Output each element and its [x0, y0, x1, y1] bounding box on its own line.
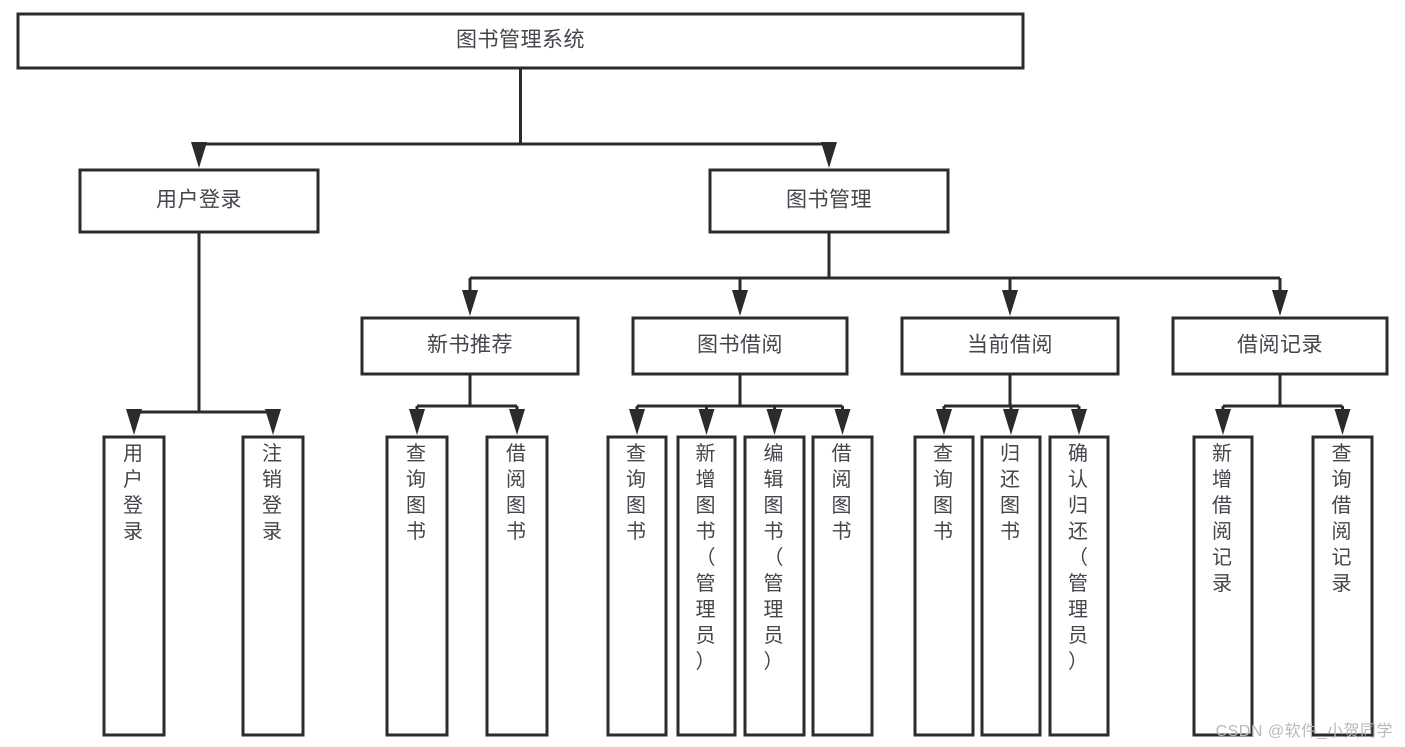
- arrowhead-icon: [462, 290, 478, 316]
- node-label: 新书推荐: [427, 334, 513, 357]
- node-label: 借阅记录: [1237, 334, 1323, 357]
- arrowhead-icon: [409, 409, 425, 435]
- node-leaf-nbr-borrow-book[interactable]: 借阅图书: [485, 435, 549, 737]
- node-box[interactable]: [676, 435, 737, 737]
- node-label: 查询借阅记录: [1332, 442, 1354, 595]
- node-leaf-bb-query-book[interactable]: 查询图书: [606, 435, 668, 737]
- node-leaf-br-add-record[interactable]: 新增借阅记录: [1192, 435, 1254, 737]
- node-label: 查询图书: [933, 442, 955, 543]
- arrowhead-icon: [834, 409, 851, 435]
- node-box[interactable]: [241, 435, 305, 737]
- node-box[interactable]: [1171, 316, 1389, 376]
- arrowhead-icon: [191, 142, 207, 168]
- node-root[interactable]: 图书管理系统: [16, 12, 1025, 70]
- arrowhead-icon: [1071, 409, 1087, 435]
- node-box[interactable]: [811, 435, 874, 737]
- arrowhead-icon: [732, 290, 748, 316]
- node-leaf-cb-query-book[interactable]: 查询图书: [913, 435, 975, 737]
- node-box[interactable]: [708, 168, 950, 234]
- node-box[interactable]: [1192, 435, 1254, 737]
- arrowhead-icon: [1002, 290, 1018, 316]
- node-label: 查询图书: [626, 442, 648, 543]
- node-current-borrow[interactable]: 当前借阅: [900, 316, 1120, 376]
- node-label: 注销登录: [262, 442, 284, 543]
- node-box[interactable]: [360, 316, 580, 376]
- connectors-layer: [126, 68, 1351, 435]
- arrowhead-icon: [821, 142, 837, 168]
- arrowhead-icon: [1215, 409, 1231, 435]
- arrowhead-icon: [698, 409, 715, 435]
- node-label: 编辑图书（管理员）: [764, 442, 786, 673]
- node-label: 归还图书: [1000, 442, 1022, 543]
- arrowhead-icon: [629, 409, 645, 435]
- node-label: 借阅图书: [832, 442, 854, 543]
- node-leaf-cb-return-book[interactable]: 归还图书: [980, 435, 1042, 737]
- node-label: 确认归还（管理员）: [1068, 442, 1090, 673]
- node-label: 图书借阅: [697, 334, 783, 357]
- node-label: 用户登录: [123, 443, 145, 543]
- node-leaf-bb-borrow-book[interactable]: 借阅图书: [811, 435, 874, 737]
- node-new-book-recommend[interactable]: 新书推荐: [360, 316, 580, 376]
- node-box[interactable]: [913, 435, 975, 737]
- arrowhead-icon: [1272, 290, 1288, 316]
- node-box[interactable]: [1311, 435, 1374, 737]
- arrowhead-icon: [126, 409, 142, 435]
- node-book-borrow[interactable]: 图书借阅: [631, 316, 849, 376]
- node-box[interactable]: [980, 435, 1042, 737]
- node-box[interactable]: [631, 316, 849, 376]
- node-box[interactable]: [16, 12, 1025, 70]
- node-leaf-nbr-query-book[interactable]: 查询图书: [385, 435, 449, 737]
- node-borrow-record[interactable]: 借阅记录: [1171, 316, 1389, 376]
- arrowhead-icon: [265, 409, 281, 435]
- node-label: 用户登录: [156, 189, 242, 212]
- node-box[interactable]: [102, 435, 166, 737]
- node-leaf-cb-confirm-return[interactable]: 确认归还（管理员）: [1048, 435, 1110, 737]
- node-label: 借阅图书: [506, 442, 528, 543]
- node-box[interactable]: [485, 435, 549, 737]
- node-label: 新增借阅记录: [1212, 442, 1234, 595]
- node-leaf-user-login[interactable]: 用户登录: [102, 435, 166, 737]
- node-label: 当前借阅: [967, 334, 1053, 357]
- node-leaf-br-query-record[interactable]: 查询借阅记录: [1311, 435, 1374, 737]
- node-box[interactable]: [900, 316, 1120, 376]
- arrowhead-icon: [936, 409, 952, 435]
- node-label: 图书管理系统: [456, 29, 585, 52]
- node-label: 查询图书: [406, 442, 428, 543]
- node-label: 新增图书（管理员）: [696, 442, 718, 673]
- node-label: 图书管理: [786, 189, 872, 212]
- node-leaf-bb-edit-book[interactable]: 编辑图书（管理员）: [743, 435, 806, 737]
- node-box[interactable]: [385, 435, 449, 737]
- arrowhead-icon: [766, 409, 783, 435]
- node-box[interactable]: [1048, 435, 1110, 737]
- node-box[interactable]: [743, 435, 806, 737]
- node-leaf-bb-add-book[interactable]: 新增图书（管理员）: [676, 435, 737, 737]
- node-book-manage[interactable]: 图书管理: [708, 168, 950, 234]
- arrowhead-icon: [1003, 409, 1019, 435]
- arrowhead-icon: [509, 409, 525, 435]
- arrowhead-icon: [1334, 409, 1351, 435]
- node-box[interactable]: [78, 168, 320, 234]
- node-box[interactable]: [606, 435, 668, 737]
- node-user-login[interactable]: 用户登录: [78, 168, 320, 234]
- nodes-layer: 图书管理系统用户登录图书管理新书推荐图书借阅当前借阅借阅记录用户登录注销登录查询…: [16, 12, 1389, 737]
- node-leaf-user-logout[interactable]: 注销登录: [241, 435, 305, 737]
